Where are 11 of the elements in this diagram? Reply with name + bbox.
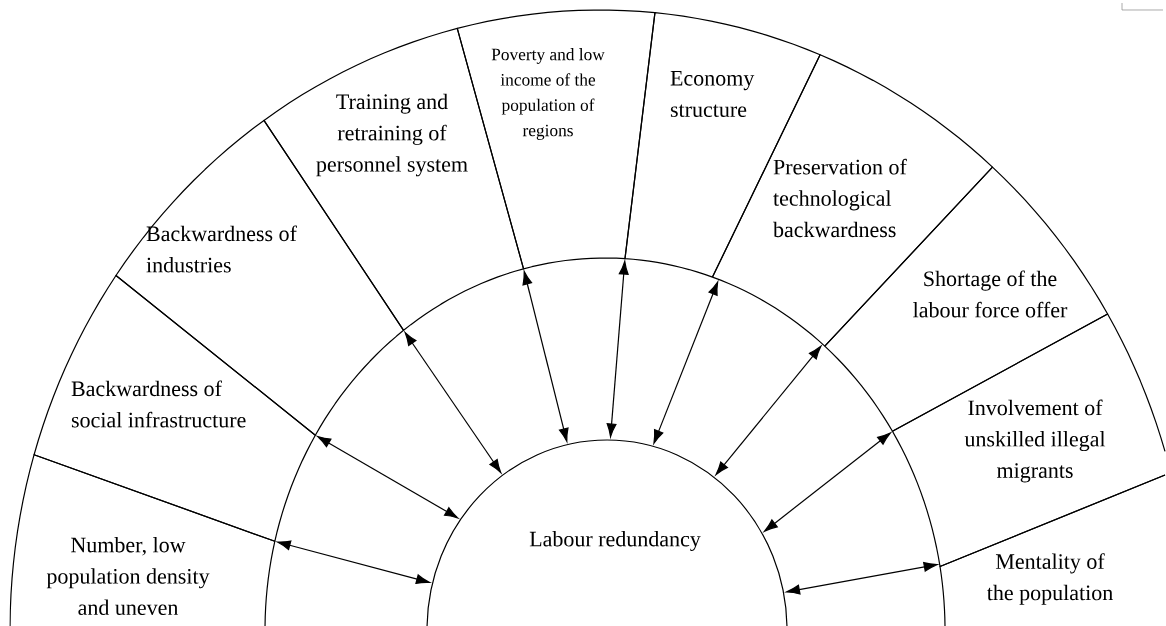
center-semicircle: Labour redundancy [426,439,788,626]
ring-sector: Number, low population density and uneven [9,454,276,626]
arrow [522,270,569,442]
arrow [276,540,430,584]
arrow [317,436,459,519]
arrow [653,281,719,444]
arrow [764,432,891,532]
arrow [404,332,502,474]
arrow [786,561,938,595]
arrow [715,345,822,476]
arrow [606,260,629,438]
